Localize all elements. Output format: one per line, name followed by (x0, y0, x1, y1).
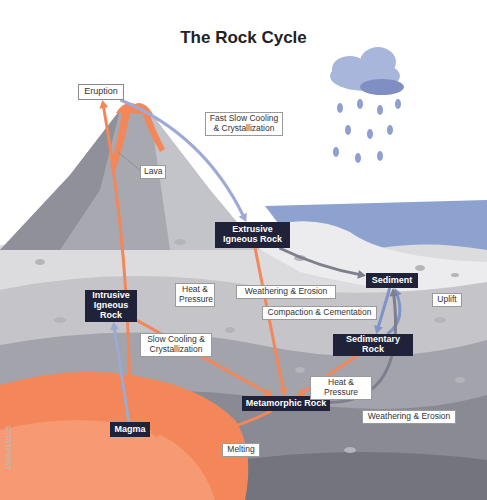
raindrop (367, 129, 373, 139)
rock-layer (0, 333, 487, 500)
raindrop (337, 103, 343, 113)
rock-type-box: Sedimentary Rock (333, 334, 413, 356)
rock-type-box: Sediment (366, 273, 418, 288)
leader-line (118, 152, 142, 172)
rock-type-box: Magma (110, 422, 150, 437)
connector-line (114, 327, 129, 422)
rock (225, 327, 235, 333)
volcano-facet (0, 110, 120, 250)
connector (99, 100, 130, 422)
title: The Rock Cycle (0, 28, 487, 48)
rock (415, 265, 425, 271)
rock (35, 259, 45, 265)
edge-label: Melting (222, 443, 260, 457)
ground-layer (0, 232, 487, 500)
node-text-group: Eruption (84, 87, 118, 97)
magma-glow (0, 420, 215, 500)
cloud (360, 79, 404, 95)
connector-line (103, 105, 130, 422)
arrowhead (263, 388, 272, 396)
connector-line (137, 320, 268, 393)
node-text-group: Intrusive Igneous Rock (88, 291, 134, 321)
process-box: Eruption (78, 84, 124, 100)
rain (333, 99, 401, 163)
node-text: Sedimentary Rock (336, 335, 410, 355)
node-text-group: Sedimentary Rock (336, 335, 410, 355)
rock (455, 377, 465, 383)
edge-label: Weathering & Erosion (236, 285, 336, 299)
arrowhead (110, 322, 119, 331)
rock (451, 273, 459, 277)
node-text: Sediment (372, 276, 413, 286)
node-text-group: Magma (114, 425, 145, 435)
node-text: Metamorphic Rock (246, 399, 327, 409)
raindrop (377, 105, 383, 115)
callout-label: Lava (140, 165, 166, 179)
edge-label: Compaction & Cementation (262, 306, 377, 320)
raindrop (355, 153, 361, 163)
arrowhead (374, 325, 383, 334)
arrowhead (150, 429, 159, 438)
connector (279, 248, 366, 279)
rock (174, 239, 186, 245)
edge-label: Heat & Pressure (310, 376, 372, 400)
cloud (360, 47, 396, 77)
rock-type-box: Extrusive Igneous Rock (215, 222, 290, 248)
arrowhead (99, 100, 108, 109)
connector (137, 320, 273, 396)
connector (110, 322, 129, 422)
watermark: 1938418125 (4, 426, 13, 471)
arrowhead (389, 288, 398, 297)
raindrop (345, 125, 351, 135)
connector-line (378, 288, 390, 329)
rock-layer (0, 276, 487, 500)
rock (344, 447, 356, 453)
node-text: Intrusive Igneous Rock (88, 291, 134, 321)
rock (434, 317, 446, 323)
raindrop (387, 125, 393, 135)
node-text-group: Metamorphic Rock (246, 399, 327, 409)
arrowhead (239, 213, 247, 222)
node-text-group: Sediment (372, 276, 413, 286)
raindrop (395, 99, 401, 109)
edge-label: Fast Slow Cooling & Crystallization (205, 112, 283, 136)
node-text-group: Extrusive Igneous Rock (218, 225, 287, 245)
edge-label: Heat & Pressure (175, 283, 215, 307)
edge-label: Weathering & Erosion (362, 410, 456, 424)
rock-type-box: Intrusive Igneous Rock (85, 290, 137, 322)
arrowhead (279, 387, 288, 396)
node-text: Extrusive Igneous Rock (218, 225, 287, 245)
edge-label: Slow Cooling & Crystallization (140, 333, 212, 357)
raindrop (333, 147, 339, 157)
rock (295, 367, 305, 373)
arrowhead (297, 388, 306, 396)
connector (255, 248, 287, 396)
arrowhead (357, 270, 366, 279)
connector (150, 411, 271, 438)
connector-line (279, 248, 361, 275)
node-text: Eruption (84, 87, 118, 97)
connector-line (155, 411, 271, 435)
node-text: Magma (114, 425, 145, 435)
raindrop (377, 151, 383, 161)
raindrop (357, 99, 363, 109)
edge-label: Uplift (432, 293, 462, 307)
rocks (35, 239, 465, 453)
rock (54, 317, 66, 323)
